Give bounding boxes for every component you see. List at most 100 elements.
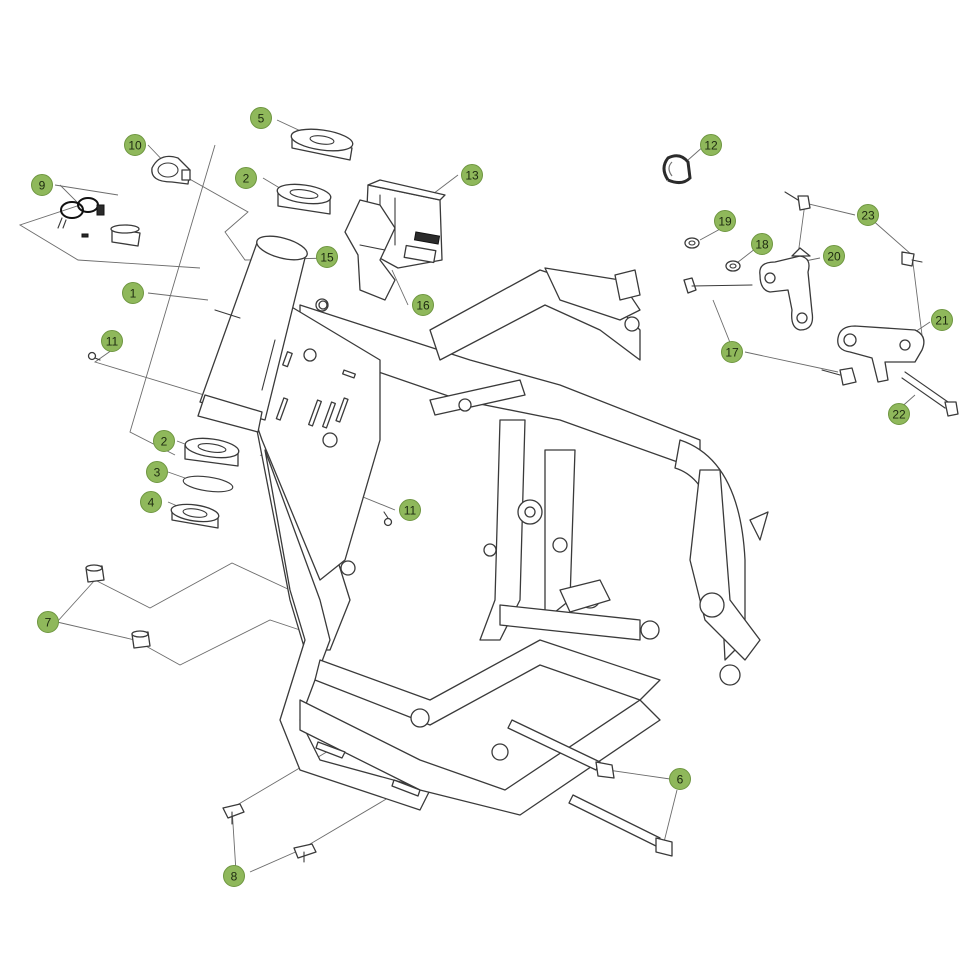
part-7-spacer-a [85, 564, 105, 583]
callout-20: 20 [823, 245, 845, 267]
callout-19: 19 [714, 210, 736, 232]
callout-2: 2 [153, 430, 175, 452]
callout-5: 5 [250, 107, 272, 129]
callout-label: 6 [677, 773, 684, 787]
callout-badge [931, 309, 953, 331]
callout-label: 7 [45, 616, 52, 630]
callout-badge [888, 403, 910, 425]
callout-label: 8 [231, 870, 238, 884]
callout-label: 18 [755, 238, 769, 252]
callout-label: 22 [892, 408, 906, 422]
callout-label: 2 [161, 435, 168, 449]
callout-23: 23 [857, 204, 879, 226]
steering-head-assembly [197, 235, 381, 581]
part-21-footrest-bracket [837, 325, 925, 383]
callout-badge [31, 174, 53, 196]
callout-label: 17 [725, 346, 739, 360]
part-6-long-bolt-a [507, 719, 615, 779]
part-2-upper-bearing [276, 183, 332, 215]
callout-label: 19 [718, 215, 732, 229]
callout-16: 16 [412, 294, 434, 316]
callout-badge [669, 768, 691, 790]
callout-label: 9 [39, 179, 46, 193]
part-23-bolt-b [901, 251, 923, 267]
part-10-clamp [151, 155, 191, 185]
callout-badge [461, 164, 483, 186]
callout-9: 9 [31, 174, 53, 196]
callout-label: 11 [106, 335, 119, 349]
callout-badge [721, 341, 743, 363]
part-18-washer [725, 260, 741, 272]
callout-badge [124, 134, 146, 156]
part-17-bolt-b [821, 367, 857, 386]
callout-label: 3 [154, 466, 161, 480]
callout-label: 12 [704, 139, 718, 153]
part-17-bolt-a [683, 277, 753, 294]
callout-badge [140, 491, 162, 513]
part-23-bolt-a [784, 191, 811, 211]
callout-11: 11 [101, 330, 123, 352]
part-22-bolt [901, 371, 959, 417]
callout-badge [751, 233, 773, 255]
callout-label: 21 [935, 314, 949, 328]
part-8-clip-a [222, 803, 245, 825]
part-9-ignition-lock [57, 197, 141, 247]
callout-label: 2 [243, 172, 250, 186]
callout-7: 7 [37, 611, 59, 633]
callout-17: 17 [721, 341, 743, 363]
callout-badge [37, 611, 59, 633]
leader-lines [18, 119, 931, 873]
part-11-screw-b [383, 511, 393, 527]
part-2-lower-bearing [184, 437, 240, 467]
callout-label: 5 [258, 112, 265, 126]
callout-badge [153, 430, 175, 452]
callout-label: 1 [130, 287, 137, 301]
callout-6: 6 [669, 768, 691, 790]
callout-21: 21 [931, 309, 953, 331]
callout-label: 23 [861, 209, 875, 223]
part-11-screw-a [87, 351, 101, 361]
callout-label: 11 [404, 504, 417, 518]
part-12-clip [662, 154, 692, 185]
part-7-spacer-b [131, 630, 151, 649]
callout-badge [714, 210, 736, 232]
callout-4: 4 [140, 491, 162, 513]
callout-badge [250, 107, 272, 129]
part-15-bushing [318, 300, 328, 310]
callout-18: 18 [751, 233, 773, 255]
part-20-upper-bracket [759, 247, 814, 331]
callout-8: 8 [223, 865, 245, 887]
part-4-lower-seal [170, 503, 220, 529]
part-6-long-bolt-b [568, 794, 673, 857]
part-16-bracket [344, 199, 396, 301]
callout-2: 2 [235, 167, 257, 189]
callout-badge [122, 282, 144, 304]
callout-label: 16 [416, 299, 430, 313]
callout-badge [316, 246, 338, 268]
callout-3: 3 [146, 461, 168, 483]
part-3-ring [182, 475, 234, 493]
callout-label: 13 [465, 169, 479, 183]
part-19-washer [684, 237, 700, 249]
part-5-upper-seal [290, 128, 354, 161]
callout-11: 11 [399, 499, 421, 521]
callout-22: 22 [888, 403, 910, 425]
callout-badge [823, 245, 845, 267]
callout-label: 10 [128, 139, 142, 153]
part-8-mount-b [391, 779, 421, 797]
callout-10: 10 [124, 134, 146, 156]
callout-badge [235, 167, 257, 189]
callout-badge [412, 294, 434, 316]
callout-label: 20 [827, 250, 841, 264]
callout-label: 4 [148, 496, 155, 510]
callout-15: 15 [316, 246, 338, 268]
part-8-clip-b [293, 843, 317, 863]
callout-badge [146, 461, 168, 483]
callout-badge [857, 204, 879, 226]
callout-label: 15 [320, 251, 334, 265]
callout-13: 13 [461, 164, 483, 186]
part-8-mount-a [315, 741, 346, 759]
callout-badge [101, 330, 123, 352]
